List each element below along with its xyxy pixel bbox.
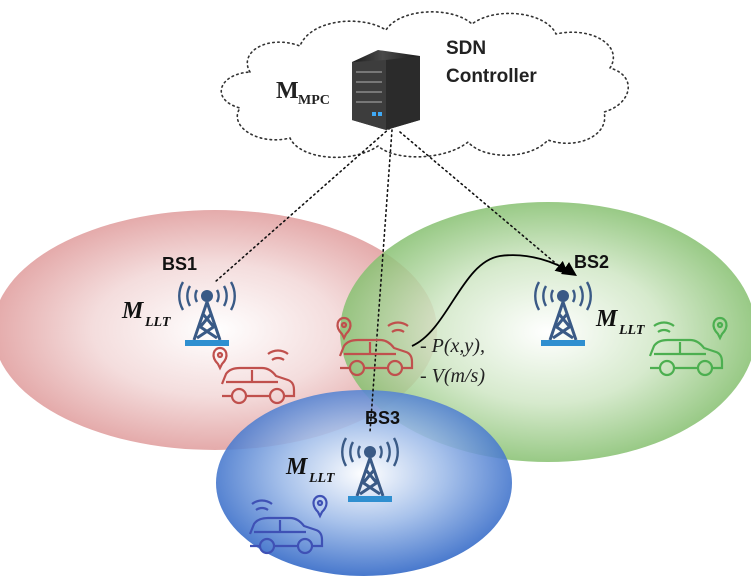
cell-tower-icon (341, 437, 399, 502)
connected-car-icon (220, 366, 296, 405)
bs2-tower (534, 281, 592, 346)
car-green-bs2 (648, 316, 728, 377)
server-icon (352, 50, 420, 130)
location-pin-icon (212, 346, 228, 371)
bs2-coverage-area (340, 202, 751, 462)
vehicle-position-label: - P(x,y), (420, 335, 485, 357)
controller-model-main: M (276, 78, 299, 104)
bs1-coverage-area (0, 210, 437, 450)
bs2-model-label: M LLT (595, 306, 646, 338)
car-red-moving (336, 316, 414, 377)
bs3-label: BS3 (365, 408, 400, 428)
bs2-model-main: M (595, 306, 619, 332)
link-controller-bs2 (399, 131, 569, 275)
controller-label-line1: SDN (446, 38, 486, 59)
link-controller-bs1 (214, 127, 391, 283)
signal-waves-icon (251, 499, 273, 511)
controller-model-label: M MPC (276, 78, 330, 108)
bs3-tower (341, 437, 399, 502)
connected-car-icon (248, 516, 324, 555)
controller-label-line2: Controller (446, 66, 537, 87)
cell-tower-icon (178, 281, 236, 346)
vehicle-velocity-label: - V(m/s) (420, 365, 485, 387)
bs1-label: BS1 (162, 254, 197, 274)
bs2-label: BS2 (574, 252, 609, 272)
handover-arrow (411, 254, 577, 347)
bs1-model-sub: LLT (144, 315, 172, 330)
connected-car-icon (648, 338, 724, 377)
location-pin-icon (312, 494, 328, 519)
bs1-tower (178, 281, 236, 346)
bs1-model-label: M LLT (121, 298, 172, 330)
bs3-model-main: M (285, 454, 309, 480)
link-controller-bs3 (369, 129, 393, 433)
controller-model-sub: MPC (298, 93, 330, 108)
signal-waves-icon (267, 349, 289, 361)
car-red-bs1 (212, 346, 296, 405)
car-blue-bs3 (248, 494, 328, 555)
connected-car-icon (338, 338, 414, 377)
location-pin-icon (336, 316, 352, 341)
bs1-model-main: M (121, 298, 145, 324)
signal-waves-icon (653, 321, 675, 333)
location-pin-icon (712, 316, 728, 341)
signal-waves-icon (387, 321, 409, 333)
cell-tower-icon (534, 281, 592, 346)
bs3-model-sub: LLT (308, 471, 336, 486)
bs3-model-label: M LLT (285, 454, 336, 486)
bs2-model-sub: LLT (618, 323, 646, 338)
cloud-shape (220, 11, 629, 159)
